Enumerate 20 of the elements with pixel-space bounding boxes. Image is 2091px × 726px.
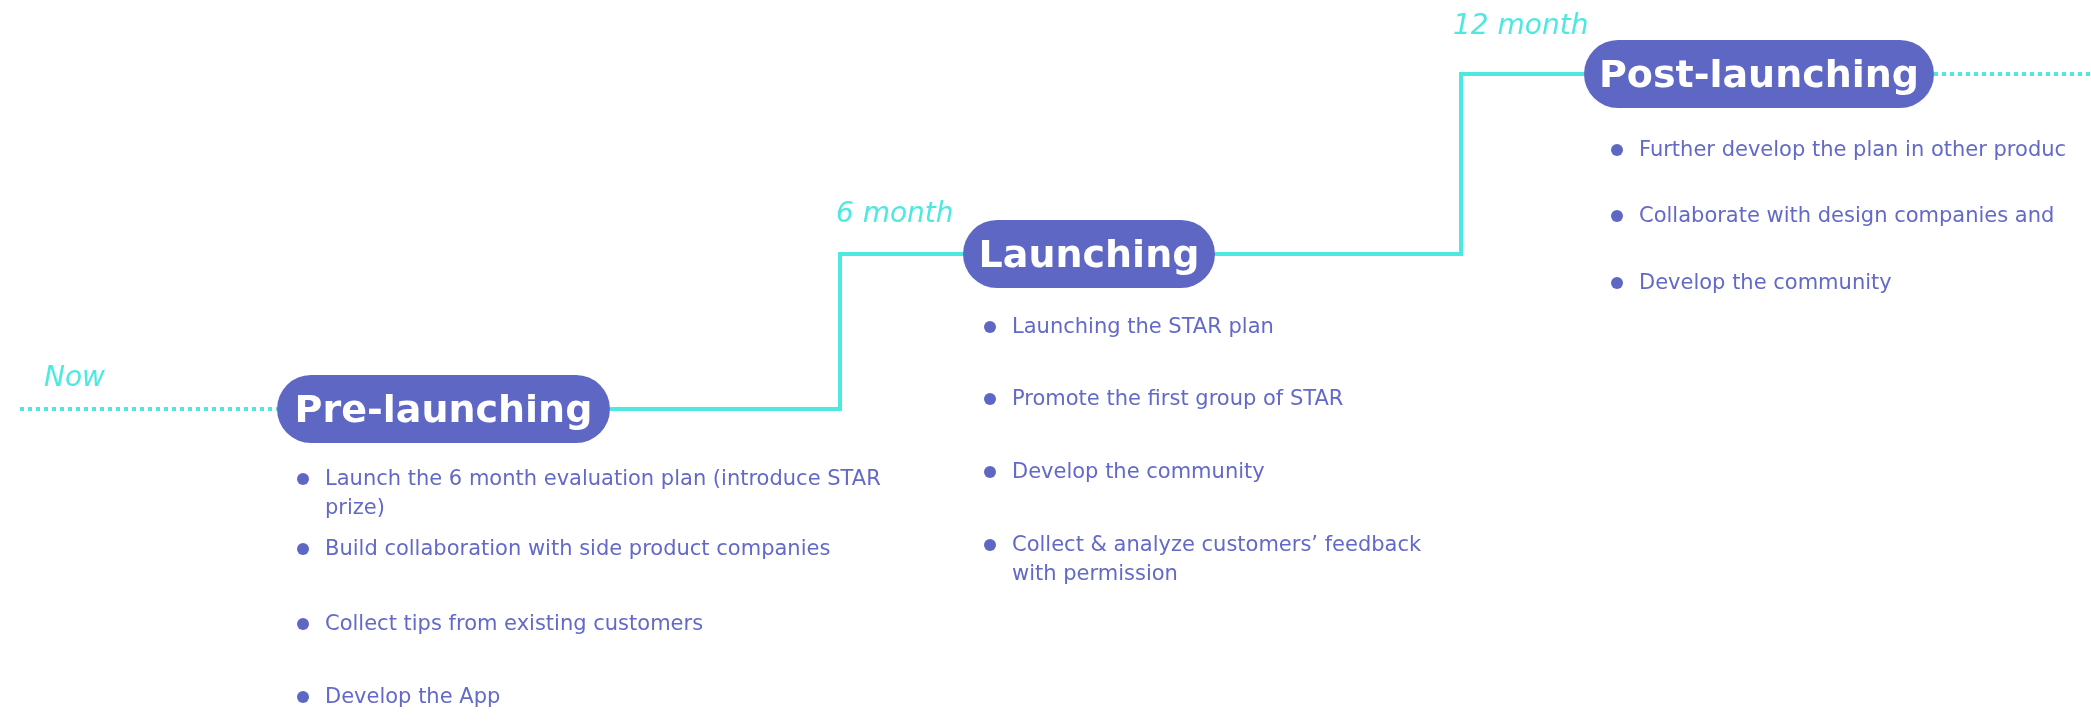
bullet-item: Collect & analyze customers’ feedback with permission	[982, 530, 1472, 588]
bullet-item: Develop the community	[982, 457, 1472, 486]
phase-pill: Post-launching	[1584, 40, 1934, 108]
bullet-item: Further develop the plan in other produc	[1609, 135, 2091, 164]
bullet-item: Develop the community	[1609, 268, 2091, 297]
timeline-connector	[1215, 72, 1584, 256]
bullet-item: Launch the 6 month evaluation plan (introduce STAR prize)	[295, 464, 945, 522]
bullet-item: Build collaboration with side product companies	[295, 534, 945, 563]
time-label: 12 month	[1453, 8, 1589, 41]
timeline-connector	[610, 252, 963, 411]
phase-pill: Launching	[963, 220, 1215, 288]
time-label: Now	[44, 360, 105, 393]
time-label: 6 month	[836, 196, 954, 229]
bullet-item: Collaborate with design companies and	[1609, 201, 2091, 230]
dotted-timeline-line	[1934, 72, 2091, 76]
bullet-item: Develop the App	[295, 682, 945, 711]
bullet-item: Launching the STAR plan	[982, 312, 1472, 341]
phase-pill: Pre-launching	[277, 375, 610, 443]
bullet-item: Collect tips from existing customers	[295, 609, 945, 638]
bullet-item: Promote the first group of STAR	[982, 384, 1472, 413]
